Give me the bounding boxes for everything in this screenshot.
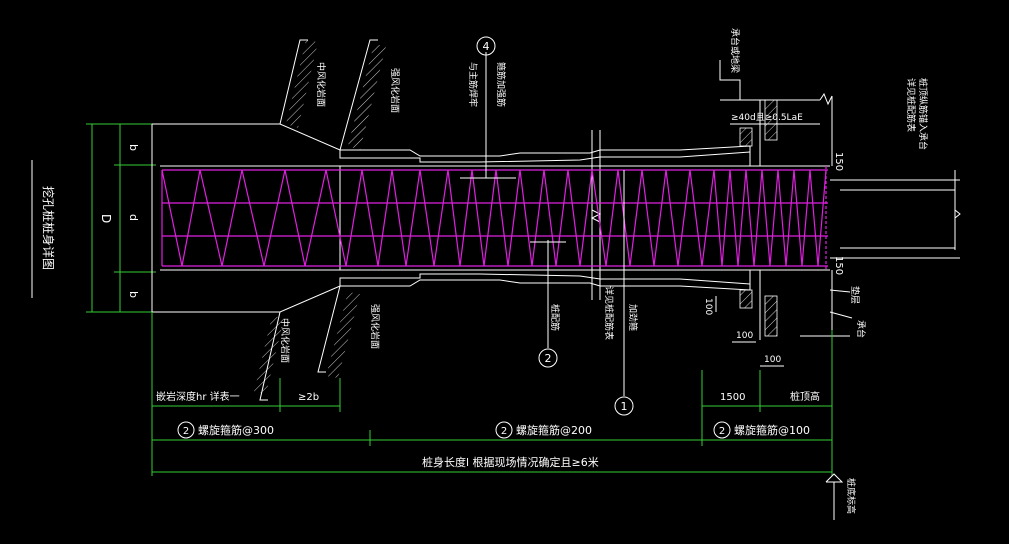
spiral-stirrup — [161, 169, 827, 267]
ann-strong-rock-bottom: 强风化岩面 — [369, 304, 381, 349]
ann-bottom-elev: 桩底标高 — [845, 478, 857, 514]
callout-circles: 4 2 1 — [476, 36, 634, 416]
ann-pile-rebar: 桩配筋 — [549, 304, 561, 331]
seg3-num-circle — [713, 421, 731, 439]
annotations: 中风化岩面 强风化岩面 箍筋加强筋 与主筋焊牢 承台或地梁 桩顶纵筋锚入承台 详… — [279, 28, 929, 514]
seg1-label: 螺旋箍筋@300 — [198, 423, 274, 437]
seg2-num-circle — [495, 421, 513, 439]
ann-bend-bar-top: 箍筋加强筋 — [495, 62, 507, 107]
rebar-cage — [161, 166, 828, 270]
dim-b-bottom: b — [127, 291, 140, 298]
ann-strong-rock-top: 强风化岩面 — [389, 68, 401, 113]
ann-right-top2: 详见桩配筋表 — [905, 78, 917, 132]
ann-right-top: 桩顶纵筋锚入承台 — [917, 78, 929, 150]
ann-stiffener2: 详见桩配筋表 — [603, 286, 615, 340]
ann-stiffener: 加劲箍 — [627, 304, 639, 331]
drawing-title: 挖孔桩桩身详图 — [31, 160, 56, 298]
dim-100-a: 100 — [736, 331, 753, 341]
dim-d: d — [127, 214, 140, 221]
seg3-num: 2 — [719, 426, 725, 437]
seg2-label: 螺旋箍筋@200 — [516, 423, 592, 437]
left-dimensions: b d b D — [86, 123, 156, 313]
rock-hatching-bottom — [254, 285, 360, 401]
callout-1-circle — [614, 396, 634, 416]
callout-2-text: 2 — [545, 352, 552, 365]
callout-2-circle — [538, 348, 558, 368]
callout-4-text: 4 — [483, 40, 490, 53]
callout-4-circle — [476, 36, 496, 56]
seg1-num-circle — [177, 421, 195, 439]
dim-mark-right: 桩顶高 — [790, 390, 820, 403]
dim-bottom-150: 150 — [833, 256, 844, 275]
callout-1-text: 1 — [621, 400, 628, 413]
dim-embed-label: 嵌岩深度hr 详表一 — [156, 390, 240, 403]
ann-mid-rock-top: 中风化岩面 — [315, 62, 327, 107]
cap-region: 150 150 ≥40d且≥0.5LaE 100 100 100 — [703, 60, 961, 367]
ann-cap-top: 承台或地梁 — [729, 28, 741, 73]
rock-hatching-top — [279, 39, 386, 151]
dim-100-side: 100 — [703, 298, 713, 315]
ann-mid-rock-bottom: 中风化岩面 — [279, 318, 291, 363]
seg1-num: 2 — [183, 426, 189, 437]
seg2-num: 2 — [501, 426, 507, 437]
dim-anchor-length: ≥40d且≥0.5LaE — [731, 112, 803, 123]
ann-cushion: 垫层 — [849, 286, 861, 304]
dim-ge2b: ≥2b — [298, 392, 319, 403]
pile-length-label: 桩身长度l 根据现场情况确定且≥6米 — [422, 455, 599, 469]
drawing-title-text: 挖孔桩桩身详图 — [41, 186, 56, 270]
ann-cap-bottom: 承台 — [855, 320, 867, 338]
break-line — [590, 130, 602, 300]
dim-D: D — [99, 214, 113, 223]
dim-top-150: 150 — [833, 152, 844, 171]
pile-outline — [151, 123, 830, 313]
ann-spiral-top: 与主筋焊牢 — [467, 62, 479, 107]
dim-1500: 1500 — [720, 392, 745, 403]
elevation-symbol — [825, 473, 844, 483]
bottom-dimensions: 嵌岩深度hr 详表一 ≥2b 1500 桩顶高 2 螺旋箍筋@300 2 螺旋箍… — [151, 312, 844, 520]
dim-100-b: 100 — [764, 355, 781, 365]
seg3-label: 螺旋箍筋@100 — [734, 423, 810, 437]
dim-b-top: b — [127, 144, 140, 151]
